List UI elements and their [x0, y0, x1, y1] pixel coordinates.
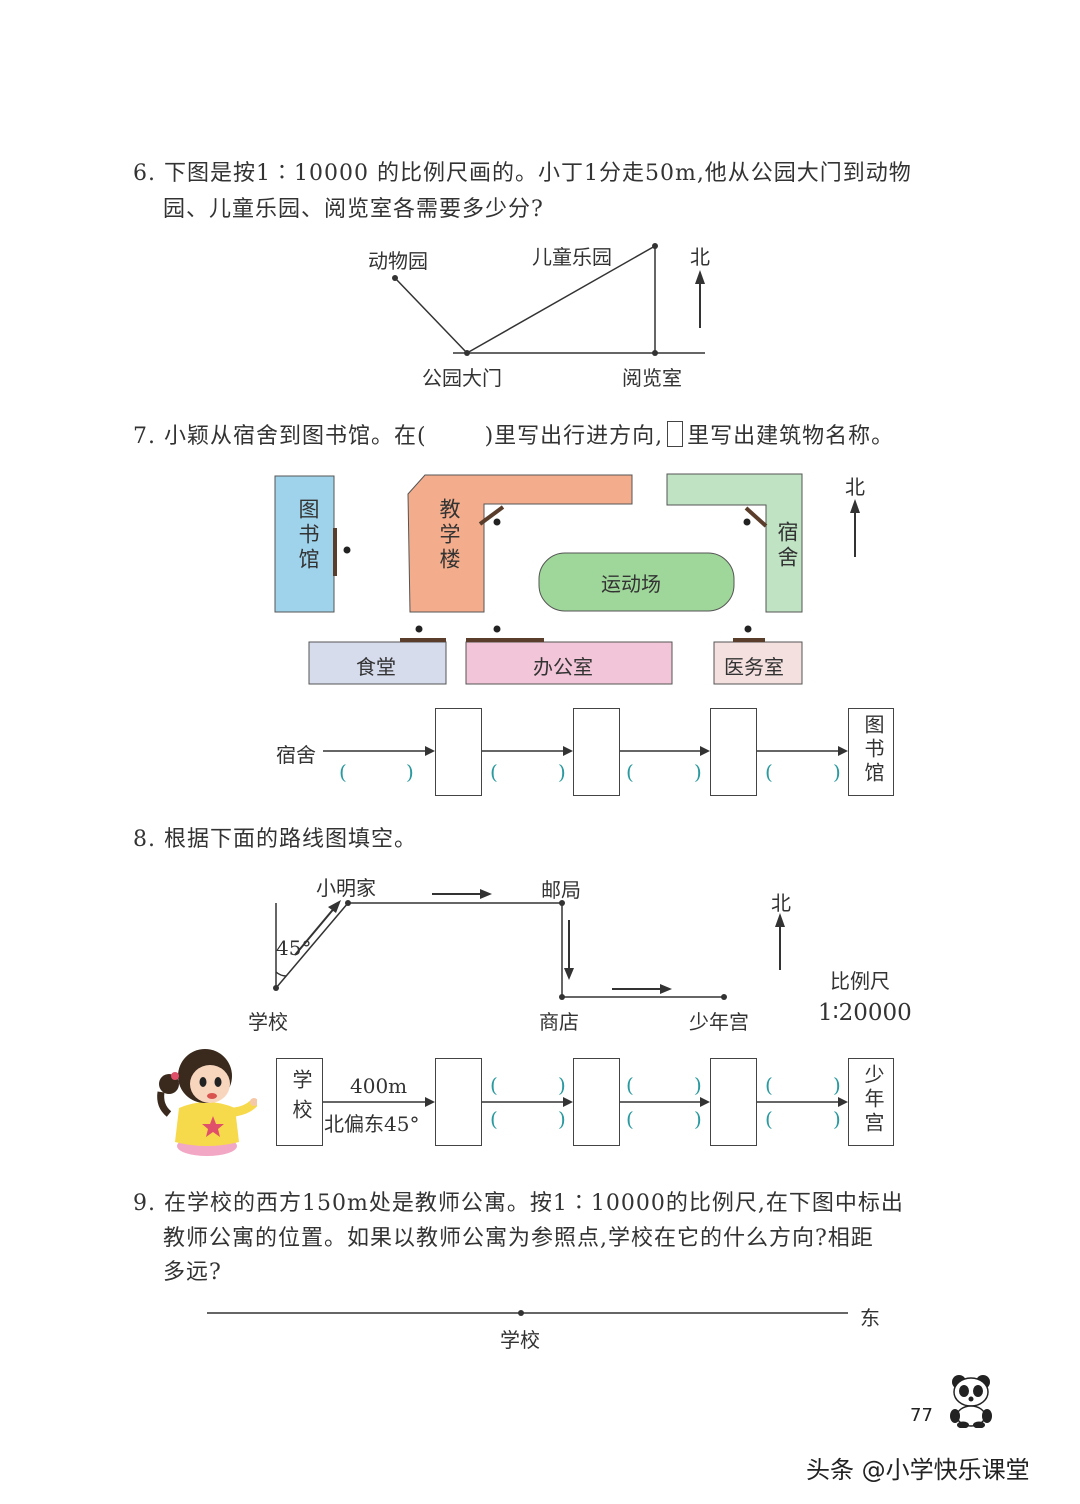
paren-close: )	[558, 1107, 566, 1131]
watermark-text: 头条 @小学快乐课堂	[806, 1456, 1030, 1484]
paren-open: (	[490, 760, 498, 784]
paren-close: )	[406, 760, 414, 784]
teaching-building	[407, 474, 633, 613]
q6-label-gate: 公园大门	[422, 366, 502, 390]
paren-open: (	[490, 1107, 498, 1131]
route-start-box: 学校	[276, 1058, 323, 1146]
q8-scale-value: 1∶20000	[818, 1000, 912, 1026]
dorm-label: 宿舍	[775, 521, 799, 571]
page-number: 77	[910, 1405, 933, 1426]
q8-route-start: 学校	[289, 1069, 313, 1129]
q8-label-post-office: 邮局	[541, 878, 581, 902]
canteen-label: 食堂	[356, 655, 396, 679]
answer-box-3[interactable]	[710, 708, 757, 796]
q8-label-home: 小明家	[316, 876, 376, 900]
paren-close: )	[833, 1107, 841, 1131]
q9-east-label: 东	[860, 1306, 880, 1330]
q8-route-direction: 北偏东45°	[324, 1112, 420, 1136]
library-building	[274, 475, 335, 613]
answer-box-1[interactable]	[435, 708, 482, 796]
office-label: 办公室	[533, 655, 593, 679]
q8-scale-title: 比例尺	[830, 969, 890, 993]
q7-text-c: 里写出建筑物名称。	[687, 424, 895, 449]
q6-north-label: 北	[690, 245, 710, 269]
sports-field	[538, 552, 735, 612]
paren-open: (	[765, 1073, 773, 1097]
canteen-building	[308, 641, 447, 685]
paren-close: )	[833, 1073, 841, 1097]
q8-label-school: 学校	[248, 1010, 288, 1034]
q8-route-distance: 400m	[350, 1074, 408, 1098]
q7-route-end: 图书馆	[861, 714, 885, 786]
dorm-building	[666, 473, 803, 613]
answer-box-5[interactable]	[573, 1058, 620, 1146]
q8-title: 8. 根据下面的路线图填空。	[133, 827, 417, 852]
paren-open: (	[626, 1107, 634, 1131]
paren-open: (	[339, 760, 347, 784]
answer-box-4[interactable]	[435, 1058, 482, 1146]
answer-box-2[interactable]	[573, 708, 620, 796]
q9-text-line1: 9. 在学校的西方150m处是教师公寓。按1∶10000的比例尺,在下图中标出	[133, 1191, 904, 1216]
q8-label-youth-palace: 少年宫	[689, 1010, 749, 1034]
q8-label-angle: 45°	[276, 936, 312, 960]
q9-school-label: 学校	[500, 1328, 540, 1352]
clinic-label: 医务室	[724, 655, 784, 679]
q6-label-playground: 儿童乐园	[532, 245, 612, 269]
answer-box-6[interactable]	[710, 1058, 757, 1146]
q6-text-line2: 园、儿童乐园、阅览室各需要多少分?	[163, 197, 544, 222]
paren-open: (	[765, 760, 773, 784]
q6-label-reading-room: 阅览室	[622, 366, 682, 390]
q8-north-label: 北	[771, 891, 791, 915]
clinic-building	[713, 641, 803, 685]
q9-text-line3: 多远?	[163, 1260, 222, 1285]
teaching-building-label: 教学楼	[437, 498, 461, 573]
paren-close: )	[694, 760, 702, 784]
q8-label-shop: 商店	[539, 1010, 579, 1034]
route-end-box: 少年宫	[848, 1058, 894, 1146]
library-label: 图书馆	[296, 498, 320, 573]
q6-label-zoo: 动物园	[368, 249, 428, 273]
q7-text-b: )里写出行进方向,	[484, 424, 664, 449]
office-building	[465, 641, 673, 685]
q7-instruction: 7. 小颖从宿舍到图书馆。在( )里写出行进方向, 里写出建筑物名称。	[133, 420, 894, 454]
q7-text-a: 7. 小颖从宿舍到图书馆。在(	[133, 424, 427, 449]
paren-open: (	[626, 1073, 634, 1097]
route-end-box: 图书馆	[848, 708, 894, 796]
paren-close: )	[558, 760, 566, 784]
paren-close: )	[694, 1107, 702, 1131]
q9-text-line2: 教师公寓的位置。如果以教师公寓为参照点,学校在它的什么方向?相距	[163, 1226, 874, 1251]
blank-box-icon	[667, 421, 684, 447]
q8-route-end: 少年宫	[861, 1064, 885, 1136]
paren-open: (	[765, 1107, 773, 1131]
q6-text-line1: 6. 下图是按1∶10000 的比例尺画的。小丁1分走50m,他从公园大门到动物	[133, 161, 912, 186]
paren-open: (	[626, 760, 634, 784]
q7-north-label: 北	[845, 475, 865, 499]
sports-field-label: 运动场	[601, 572, 661, 596]
q7-route-start: 宿舍	[276, 743, 316, 767]
paren-close: )	[558, 1073, 566, 1097]
girl-illustration	[157, 1049, 257, 1156]
paren-close: )	[833, 760, 841, 784]
panda-icon	[950, 1375, 992, 1428]
paren-open: (	[490, 1073, 498, 1097]
paren-close: )	[694, 1073, 702, 1097]
